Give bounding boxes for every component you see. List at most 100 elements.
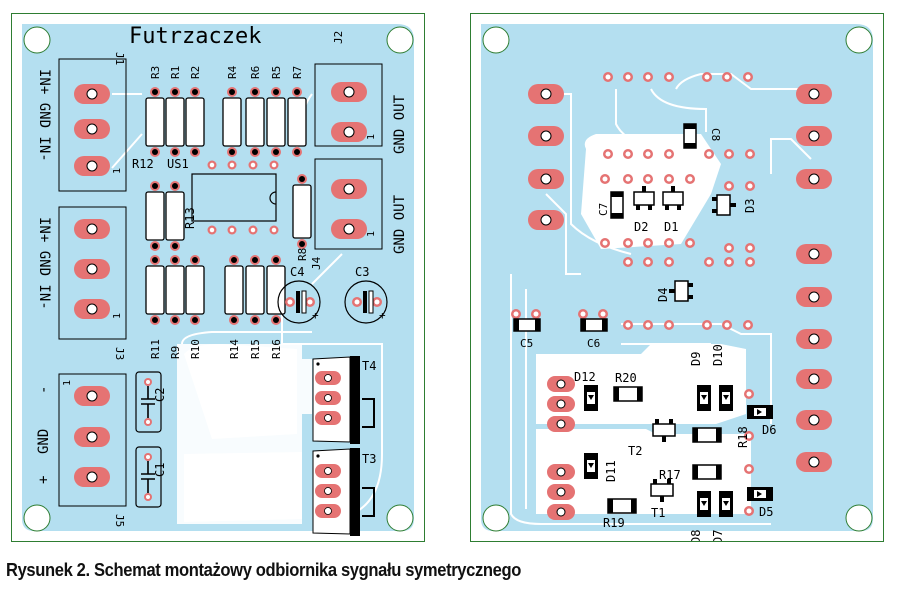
ref-d5: D5 bbox=[759, 505, 773, 519]
ref-r6: R6 bbox=[249, 66, 262, 79]
j3-pin-labels: IN+ GND IN- bbox=[36, 217, 52, 310]
via-pad bbox=[643, 72, 653, 82]
pcb-component-side: Futrzaczek J1 1 IN+ GND IN- 1 J3 IN+ GND… bbox=[11, 13, 425, 542]
ref-r10: R10 bbox=[189, 339, 202, 359]
mounting-holes bbox=[23, 26, 414, 532]
board-title: Futrzaczek bbox=[129, 24, 261, 49]
ref-d12: D12 bbox=[574, 370, 596, 384]
smd-capacitor-c6: C6 bbox=[580, 318, 608, 350]
pin1-label: 1 bbox=[112, 313, 123, 319]
connector-pad bbox=[547, 464, 575, 480]
resistor-r9: R9 bbox=[165, 255, 185, 359]
ref-j5: J5 bbox=[113, 514, 126, 527]
ref-d4: D4 bbox=[656, 288, 670, 302]
resistor-lead bbox=[271, 147, 281, 157]
connector-pad bbox=[796, 169, 832, 189]
via-pad bbox=[744, 464, 754, 474]
resistor-lead bbox=[292, 147, 302, 157]
sot23-d4: D4 bbox=[656, 280, 693, 302]
resistor-lead bbox=[170, 315, 180, 325]
connector-pads bbox=[528, 84, 832, 520]
clearance-areas bbox=[177, 344, 312, 524]
ref-t3: T3 bbox=[362, 452, 376, 466]
ic-us1: US1 bbox=[167, 157, 279, 235]
ref-r5: R5 bbox=[270, 66, 283, 79]
via-pad bbox=[745, 181, 755, 191]
smd-diode-d8: D8 bbox=[689, 491, 711, 541]
via-pad bbox=[664, 174, 674, 184]
ref-r16: R16 bbox=[270, 339, 283, 359]
ref-r12: R12 bbox=[132, 157, 154, 171]
via-pad bbox=[722, 72, 732, 82]
ref-d8: D8 bbox=[689, 530, 703, 541]
via-pad bbox=[578, 309, 588, 319]
resistor-lead bbox=[229, 315, 239, 325]
j4-pin-labels: GND OUT bbox=[392, 194, 408, 254]
pin1-label: 1 bbox=[366, 231, 377, 237]
smd-diode-d11: D11 bbox=[584, 453, 618, 482]
via-pad bbox=[603, 72, 613, 82]
capacitor-c2: C2 bbox=[135, 371, 167, 433]
ref-d2: D2 bbox=[634, 220, 648, 234]
smd-diode-d7: D7 bbox=[711, 491, 733, 541]
ref-r14: R14 bbox=[228, 339, 241, 359]
ref-r7: R7 bbox=[291, 66, 304, 79]
via-pad bbox=[643, 320, 653, 330]
resistor-r3: R3 bbox=[145, 66, 165, 157]
via-pad bbox=[643, 174, 653, 184]
via-pad bbox=[603, 149, 613, 159]
smd-diode-d6: D6 bbox=[747, 405, 776, 437]
connector-pad bbox=[547, 484, 575, 500]
mounting-holes bbox=[482, 26, 873, 532]
resistor-r12: R12 bbox=[132, 157, 165, 251]
j5-gnd-label: GND bbox=[36, 429, 52, 454]
smd-capacitor-c8: C8 bbox=[683, 123, 722, 149]
resistor-lead bbox=[150, 255, 160, 265]
connector-pad bbox=[796, 244, 832, 264]
resistor-lead bbox=[170, 181, 180, 191]
ref-r15: R15 bbox=[249, 339, 262, 359]
via-pad bbox=[600, 238, 610, 248]
resistor-lead bbox=[170, 255, 180, 265]
ref-d3: D3 bbox=[743, 199, 757, 213]
via-pad bbox=[704, 257, 714, 267]
via-pad bbox=[664, 72, 674, 82]
via-pad bbox=[744, 389, 754, 399]
ref-d1: D1 bbox=[664, 220, 678, 234]
resistor-r13: R13 bbox=[165, 181, 197, 251]
resistor-lead bbox=[271, 87, 281, 97]
sot23-t2: T2 bbox=[628, 419, 676, 458]
resistor-lead bbox=[150, 181, 160, 191]
via-pad bbox=[643, 257, 653, 267]
connector-j2: J2 1 GND OUT bbox=[314, 31, 408, 154]
ref-us1: US1 bbox=[167, 157, 189, 171]
resistor-r1: R1 bbox=[165, 66, 185, 157]
ref-r8: R8 bbox=[296, 248, 309, 261]
resistor-r14: R14 bbox=[224, 255, 244, 359]
resistor-r16: R16 bbox=[266, 255, 286, 359]
ic-pin bbox=[248, 225, 258, 235]
ref-d9: D9 bbox=[689, 352, 703, 366]
via-pad bbox=[724, 243, 734, 253]
ref-d10: D10 bbox=[711, 344, 725, 366]
ref-r4: R4 bbox=[226, 65, 239, 79]
via-pad bbox=[724, 149, 734, 159]
connector-pad bbox=[796, 287, 832, 307]
sot23-t1: T1 bbox=[650, 479, 674, 520]
ic-pin bbox=[227, 225, 237, 235]
ref-r11: R11 bbox=[149, 339, 162, 359]
via-pad bbox=[724, 181, 734, 191]
sot23-d2: D2 bbox=[633, 186, 655, 234]
resistor-lead bbox=[227, 147, 237, 157]
via-pad bbox=[600, 174, 610, 184]
connector-pad bbox=[796, 410, 832, 430]
ic-pin bbox=[227, 160, 237, 170]
connector-j5: 1 J5 - GND + bbox=[36, 373, 127, 527]
ref-j3: J3 bbox=[113, 347, 126, 360]
connector-pad bbox=[528, 169, 564, 189]
via-pad bbox=[724, 257, 734, 267]
connector-pad bbox=[796, 84, 832, 104]
